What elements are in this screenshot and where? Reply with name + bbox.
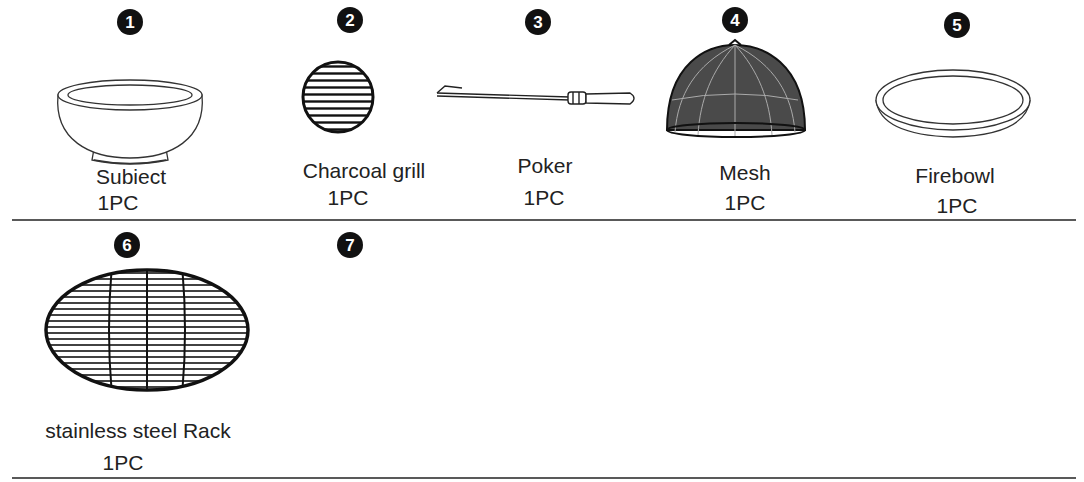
charcoal-grill	[303, 62, 373, 132]
part-name: stainless steel Rack	[45, 420, 231, 441]
part-name: Poker	[518, 155, 573, 176]
callout-number: 2	[345, 12, 354, 29]
poker	[437, 86, 634, 104]
callout-number: 7	[345, 237, 354, 254]
stainless-rack	[46, 265, 248, 395]
callout-number: 1	[125, 14, 134, 31]
separator	[12, 477, 1076, 479]
firebowl	[876, 70, 1030, 137]
quantity: 1PC	[328, 187, 369, 208]
quantity: 1PC	[725, 192, 766, 213]
callout-number: 5	[952, 17, 961, 34]
part-name: Subiect	[96, 166, 166, 187]
callout-number: 3	[533, 14, 542, 31]
part-name: Charcoal grill	[303, 160, 426, 181]
separator	[12, 219, 1076, 221]
quantity: 1PC	[103, 452, 144, 473]
mesh-dome	[667, 40, 805, 137]
part-name: Mesh	[719, 162, 770, 183]
quantity: 1PC	[524, 187, 565, 208]
quantity: 1PC	[937, 195, 978, 216]
callout-number: 6	[122, 237, 131, 254]
callout-number: 4	[730, 12, 739, 29]
part-name: Firebowl	[915, 165, 994, 186]
quantity: 1PC	[98, 192, 139, 213]
fire-pit-body	[58, 80, 203, 164]
